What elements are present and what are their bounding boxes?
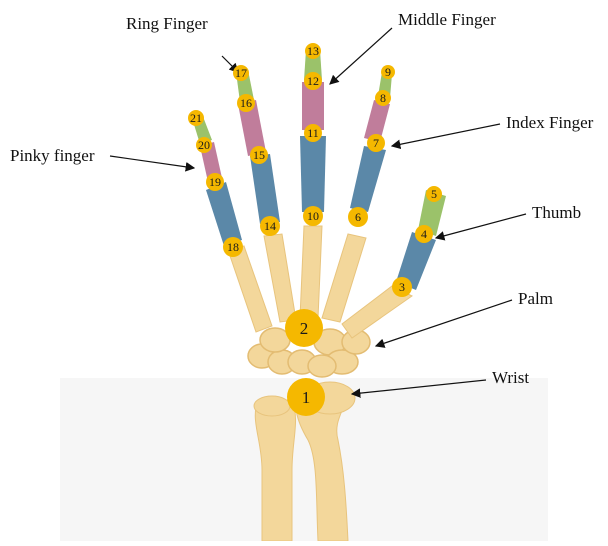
keypoint-6: 6 <box>348 207 368 227</box>
keypoint-label: 10 <box>307 209 319 223</box>
wrist-label: Wrist <box>492 369 529 386</box>
keypoint-label: 1 <box>302 388 311 407</box>
keypoint-label: 16 <box>240 96 252 110</box>
keypoint-13: 13 <box>305 43 321 59</box>
ring-finger-label: Ring Finger <box>126 15 208 32</box>
keypoint-12: 12 <box>304 72 322 90</box>
keypoint-8: 8 <box>375 90 391 106</box>
keypoint-label: 13 <box>307 44 319 58</box>
keypoint-19: 19 <box>206 173 224 191</box>
keypoint-4: 4 <box>415 225 433 243</box>
keypoint-21: 21 <box>188 110 204 126</box>
keypoint-label: 11 <box>307 126 319 140</box>
keypoint-14: 14 <box>260 216 280 236</box>
palm-label: Palm <box>518 290 553 307</box>
index-finger-label: Index Finger <box>506 114 593 131</box>
keypoint-7: 7 <box>367 134 385 152</box>
keypoint-3: 3 <box>392 277 412 297</box>
keypoint-17: 17 <box>233 65 249 81</box>
keypoint-label: 15 <box>253 148 265 162</box>
middle-finger-label: Middle Finger <box>398 11 496 28</box>
keypoint-9: 9 <box>381 65 395 79</box>
keypoint-label: 4 <box>421 227 427 241</box>
keypoint-label: 7 <box>373 136 379 150</box>
radius-head <box>254 396 290 416</box>
keypoint-label: 17 <box>235 66 247 80</box>
thumb-label: Thumb <box>532 204 581 221</box>
keypoint-1: 1 <box>287 378 325 416</box>
keypoint-11: 11 <box>304 124 322 142</box>
keypoint-label: 18 <box>227 240 239 254</box>
thumb-pointer <box>436 214 526 238</box>
keypoint-label: 19 <box>209 175 221 189</box>
keypoint-5: 5 <box>426 186 442 202</box>
keypoint-label: 12 <box>307 74 319 88</box>
keypoint-label: 3 <box>399 280 405 294</box>
index-pointer <box>392 124 500 146</box>
keypoint-16: 16 <box>237 94 255 112</box>
keypoint-label: 14 <box>264 219 276 233</box>
keypoint-label: 21 <box>190 111 202 125</box>
pinky-finger-label: Pinky finger <box>10 147 95 164</box>
keypoint-2: 2 <box>285 309 323 347</box>
pinky-pointer <box>110 156 194 168</box>
keypoint-10: 10 <box>303 206 323 226</box>
keypoint-label: 8 <box>380 91 386 105</box>
keypoint-label: 6 <box>355 210 361 224</box>
keypoint-20: 20 <box>196 137 212 153</box>
keypoint-15: 15 <box>250 146 268 164</box>
keypoint-label: 2 <box>300 319 309 338</box>
keypoint-18: 18 <box>223 237 243 257</box>
keypoint-label: 5 <box>431 187 437 201</box>
keypoint-label: 9 <box>385 65 391 79</box>
keypoint-label: 20 <box>198 138 210 152</box>
